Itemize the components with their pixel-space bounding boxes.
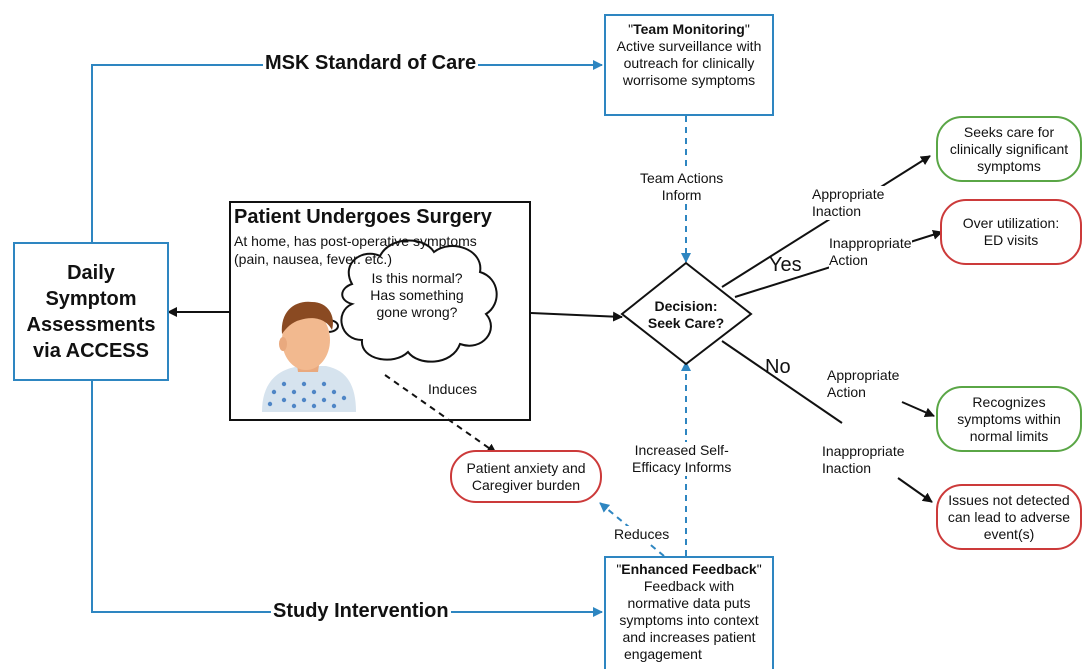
inappropriate-action-label: Inappropriate Action bbox=[829, 235, 912, 269]
inappropriate-inaction-line-1: Inappropriate bbox=[822, 443, 905, 459]
outcome-issues-not-detected: Issues not detected can lead to adverse … bbox=[936, 484, 1082, 550]
connector-appropriate-action bbox=[901, 401, 935, 417]
over-utilization-line-2: ED visits bbox=[983, 232, 1039, 248]
recognizes-line-2: symptoms within bbox=[957, 410, 1061, 427]
connector-reduces bbox=[599, 502, 665, 557]
msk-standard-of-care-label: MSK Standard of Care bbox=[263, 52, 479, 74]
patient-anxiety-box: Patient anxiety and Caregiver burden bbox=[450, 450, 602, 503]
inappropriate-action-line-1: Inappropriate bbox=[829, 235, 912, 251]
self-efficacy-label: Increased Self- Efficacy Informs bbox=[632, 442, 732, 476]
outcome-seeks-care: Seeks care for clinically significant sy… bbox=[936, 116, 1082, 182]
self-efficacy-line-1: Increased Self- bbox=[634, 442, 729, 458]
team-monitoring-line-2: outreach for clinically bbox=[623, 55, 755, 71]
team-monitoring-line-1: Active surveillance with bbox=[616, 38, 762, 54]
self-efficacy-line-2: Efficacy Informs bbox=[632, 459, 732, 475]
outcome-over-utilization: Over utilization: ED visits bbox=[940, 199, 1082, 265]
outcome-recognizes: Recognizes symptoms within normal limits bbox=[936, 386, 1082, 452]
issues-line-1: Issues not detected bbox=[948, 491, 1070, 508]
seeks-care-line-1: Seeks care for bbox=[963, 123, 1055, 140]
thought-line-2: Has something bbox=[370, 287, 464, 303]
connector-inappropriate-inaction bbox=[897, 477, 933, 503]
decision-text: Decision: Seek Care? bbox=[638, 298, 734, 332]
seeks-care-line-3: symptoms bbox=[977, 157, 1041, 174]
connector-patient-to-decision bbox=[530, 311, 623, 322]
patient-box-title: Patient Undergoes Surgery bbox=[234, 206, 492, 228]
patient-box-line-1: At home, has post-operative symptoms bbox=[234, 233, 477, 249]
team-actions-inform-label: Team Actions Inform bbox=[640, 170, 724, 204]
appropriate-action-line-2: Action bbox=[827, 384, 866, 400]
appropriate-action-line-1: Appropriate bbox=[827, 367, 900, 383]
appropriate-inaction-label: Appropriate Inaction bbox=[812, 186, 885, 220]
team-monitoring-line-3: worrisome symptoms bbox=[622, 72, 756, 88]
patient-in-gown-icon bbox=[262, 301, 356, 412]
enhanced-feedback-title: Enhanced Feedback bbox=[621, 561, 757, 577]
thought-line-1: Is this normal? bbox=[371, 270, 463, 286]
over-utilization-line-1: Over utilization: bbox=[962, 215, 1060, 231]
team-actions-line-1: Team Actions bbox=[640, 170, 724, 186]
daily-line-2: Symptom bbox=[45, 287, 137, 310]
daily-line-1: Daily bbox=[67, 261, 115, 284]
enhanced-feedback-title-line: "Enhanced Feedback" bbox=[616, 561, 762, 577]
seeks-care-line-2: clinically significant bbox=[949, 140, 1069, 157]
inappropriate-action-line-2: Action bbox=[829, 252, 868, 268]
inappropriate-inaction-line-2: Inaction bbox=[822, 460, 872, 476]
thought-bubble-text: Is this normal? Has something gone wrong… bbox=[358, 270, 476, 321]
enhanced-feedback-box: "Enhanced Feedback" Feedback with normat… bbox=[604, 556, 774, 669]
issues-line-2: can lead to adverse bbox=[947, 508, 1071, 525]
decision-diamond bbox=[620, 261, 753, 366]
enhanced-feedback-line-5: engagement bbox=[624, 646, 702, 662]
appropriate-inaction-line-2: Inaction bbox=[812, 203, 862, 219]
anxiety-line-1: Patient anxiety and bbox=[466, 459, 586, 476]
inappropriate-inaction-label: Inappropriate Inaction bbox=[822, 443, 905, 477]
decision-line-1: Decision: bbox=[654, 298, 718, 314]
connector-appropriate-inaction bbox=[721, 155, 931, 288]
enhanced-feedback-line-4: and increases patient bbox=[622, 629, 756, 645]
connector-induces bbox=[384, 374, 497, 454]
anxiety-line-2: Caregiver burden bbox=[471, 476, 581, 493]
enhanced-feedback-line-1: Feedback with bbox=[643, 578, 735, 594]
recognizes-line-1: Recognizes bbox=[972, 393, 1046, 410]
thought-line-3: gone wrong? bbox=[376, 304, 458, 320]
team-monitoring-box: "Team Monitoring" Active surveillance wi… bbox=[604, 14, 774, 116]
team-actions-line-2: Inform bbox=[661, 187, 702, 203]
team-monitoring-title: Team Monitoring bbox=[633, 21, 745, 37]
study-intervention-label: Study Intervention bbox=[271, 600, 451, 622]
enhanced-feedback-line-3: symptoms into context bbox=[619, 612, 759, 628]
induces-label: Induces bbox=[428, 381, 478, 398]
patient-box-line-2: (pain, nausea, fever. etc.) bbox=[234, 251, 392, 267]
enhanced-feedback-line-2: normative data puts bbox=[627, 595, 751, 611]
no-label: No bbox=[765, 356, 791, 378]
decision-line-2: Seek Care? bbox=[647, 315, 725, 331]
appropriate-action-label: Appropriate Action bbox=[827, 367, 900, 401]
daily-line-3: Assessments bbox=[26, 313, 156, 336]
issues-line-3: event(s) bbox=[983, 525, 1035, 542]
team-monitoring-title-line: "Team Monitoring" bbox=[628, 21, 750, 37]
connector-no-branch bbox=[721, 340, 843, 424]
patient-undergoes-surgery-box: Patient Undergoes Surgery At home, has p… bbox=[229, 201, 531, 421]
daily-symptom-assessments-box: Daily Symptom Assessments via ACCESS bbox=[13, 242, 169, 381]
recognizes-line-3: normal limits bbox=[969, 427, 1049, 444]
appropriate-inaction-line-1: Appropriate bbox=[812, 186, 885, 202]
daily-line-4: via ACCESS bbox=[33, 339, 149, 362]
reduces-label: Reduces bbox=[614, 526, 670, 543]
yes-label: Yes bbox=[769, 254, 802, 276]
